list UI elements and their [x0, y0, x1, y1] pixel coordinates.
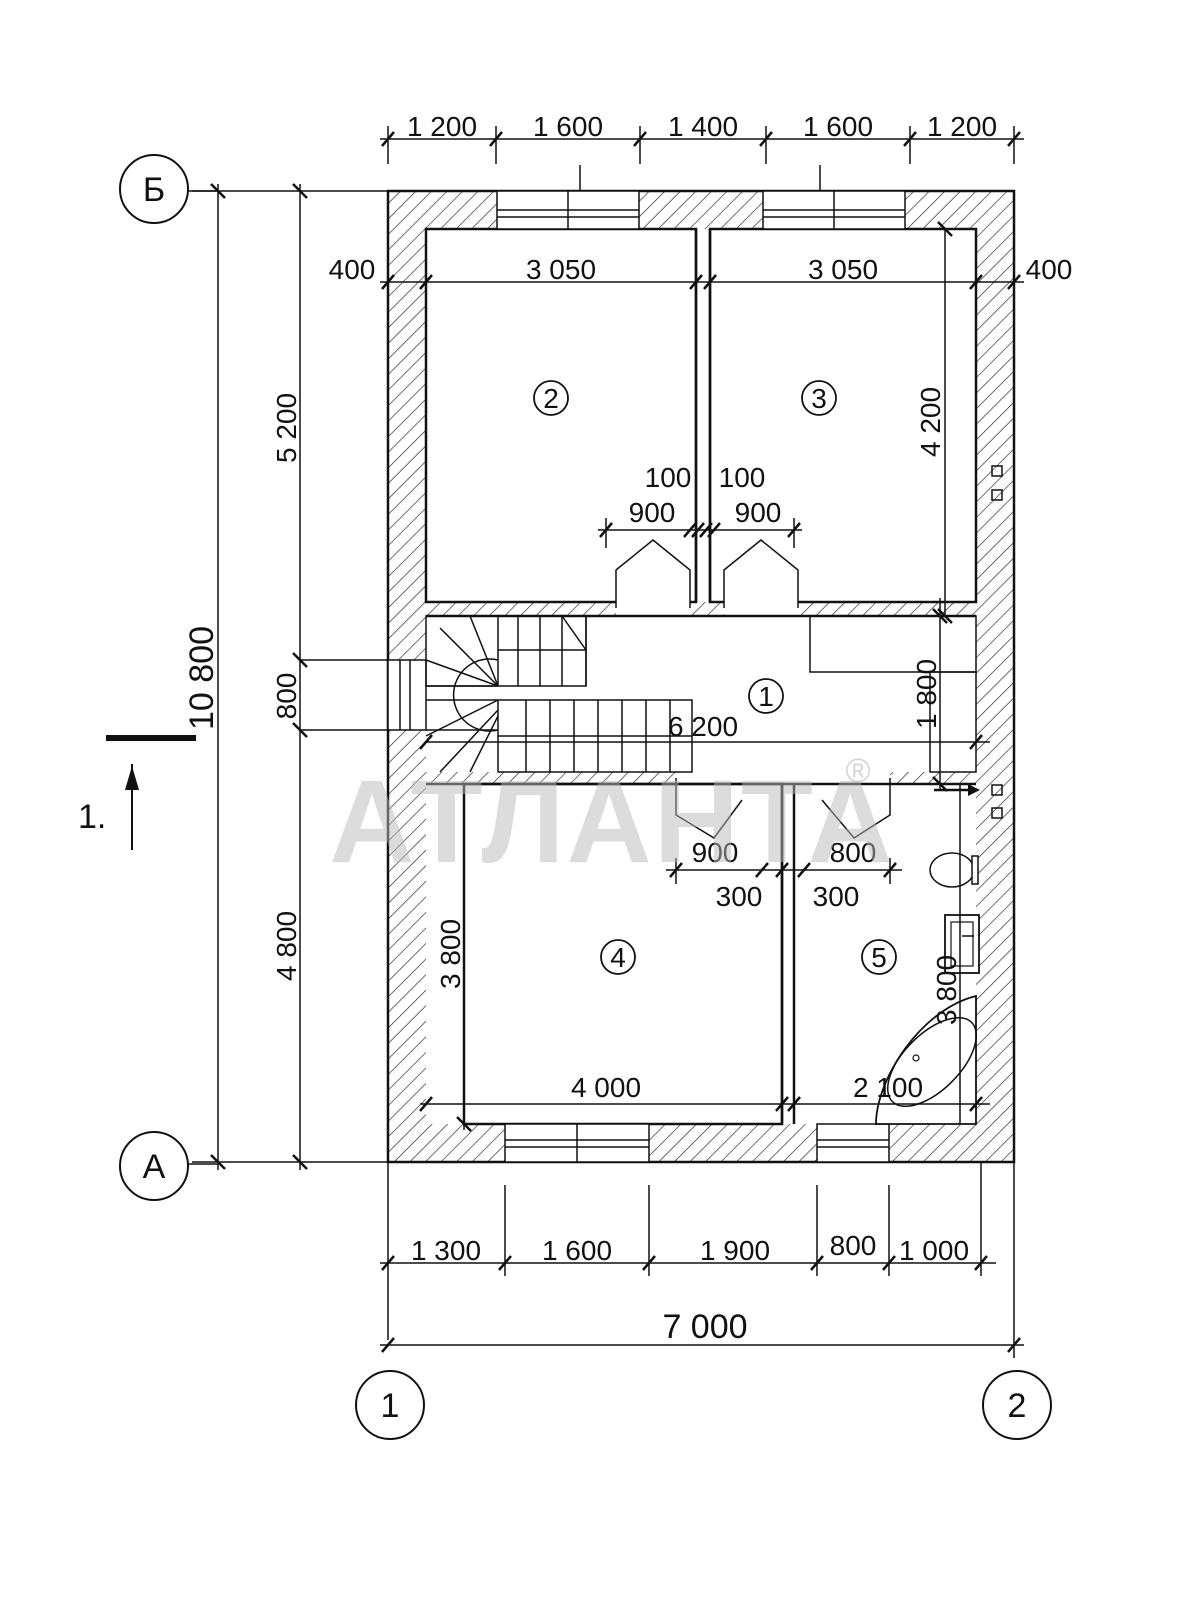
- axis-2-bubble: [982, 1370, 1052, 1440]
- dim-top-4: 1 600: [803, 111, 873, 142]
- wall-bottom: [388, 1124, 1014, 1162]
- bathroom-fixtures: [875, 465, 1003, 1125]
- dim-door-c-width: 900: [692, 837, 739, 868]
- watermark-registered: ®: [845, 752, 870, 790]
- room-5-number: 5: [871, 942, 887, 973]
- dim-total-height: 10 800: [183, 626, 221, 730]
- grid-axes: Б А 1 2: [119, 154, 1052, 1440]
- dim-door-b-offset: 100: [719, 462, 766, 493]
- room-markers: 2 3 1 4 5: [533, 380, 897, 975]
- dim-door-a-width: 900: [629, 497, 676, 528]
- bathtub: [875, 994, 978, 1125]
- dim-top-1: 1 200: [407, 111, 477, 142]
- axis-b-label: Б: [143, 171, 165, 209]
- dim-top-5: 1 200: [927, 111, 997, 142]
- dim-room2-width: 3 050: [526, 254, 596, 285]
- axis-a-bubble: [119, 1131, 189, 1201]
- dim-total-width: 7 000: [662, 1308, 747, 1346]
- dimension-lines: [192, 126, 1024, 1358]
- section-mark-label: 1.: [78, 798, 106, 836]
- dim-door-d-width: 800: [830, 837, 877, 868]
- wall-corridor-top-left: [426, 602, 616, 616]
- dim-door-b-width: 900: [735, 497, 782, 528]
- dim-wall-left: 400: [329, 254, 376, 285]
- dimension-labels: 1 200 1 600 1 400 1 600 1 200 1 300 1 60…: [183, 111, 1072, 1346]
- axis-1-bubble: [355, 1370, 425, 1440]
- dim-door-c-offset: 300: [716, 881, 763, 912]
- wall-corridor-top-mid: [690, 602, 724, 616]
- dim-left-800: 800: [271, 673, 302, 720]
- dim-room4-height: 3 800: [435, 919, 466, 989]
- dim-room3-height: 4 200: [915, 387, 946, 457]
- doors: [615, 539, 977, 839]
- toilet: [929, 852, 979, 888]
- axis-2-label: 2: [1008, 1387, 1027, 1425]
- staircase: [425, 615, 693, 773]
- room-4-number: 4: [610, 942, 626, 973]
- walls: [386, 189, 1016, 1164]
- dim-hall-width: 6 200: [668, 711, 738, 742]
- watermark-text: АТЛАНТА: [329, 756, 895, 888]
- section-mark: 1.: [78, 735, 196, 850]
- axis-a-label: А: [143, 1148, 166, 1186]
- watermark: АТЛАНТА ®: [329, 752, 895, 888]
- wall-corridor-bottom-left: [426, 772, 676, 784]
- sink: [944, 914, 980, 974]
- dim-room3-width: 3 050: [808, 254, 878, 285]
- dim-bottom-2: 1 600: [542, 1235, 612, 1266]
- window-top-right: [762, 165, 906, 230]
- wall-right: [976, 229, 1014, 1124]
- dim-bottom-1: 1 300: [411, 1235, 481, 1266]
- room-1-number: 1: [758, 681, 774, 712]
- window-left-stair: [360, 659, 427, 731]
- axis-b-bubble: [119, 154, 189, 224]
- dim-bottom-4: 800: [830, 1230, 877, 1261]
- dim-bottom-5: 1 000: [899, 1235, 969, 1266]
- dim-bottom-3: 1 900: [700, 1235, 770, 1266]
- dim-left-5200: 5 200: [271, 393, 302, 463]
- window-bottom-right: [816, 1123, 890, 1163]
- dim-top-3: 1 400: [668, 111, 738, 142]
- dim-door-d-offset: 300: [813, 881, 860, 912]
- room-3-number: 3: [811, 383, 827, 414]
- dim-hall-height: 1 800: [911, 659, 942, 729]
- axis-1-label: 1: [381, 1387, 400, 1425]
- window-bottom-left: [504, 1123, 650, 1163]
- dim-top-2: 1 600: [533, 111, 603, 142]
- window-top-left: [496, 165, 640, 230]
- room-2-number: 2: [543, 383, 559, 414]
- dim-door-a-offset: 100: [645, 462, 692, 493]
- dim-room5-height: 3 800: [931, 955, 962, 1025]
- dim-left-4800: 4 800: [271, 911, 302, 981]
- wall-corridor-top-right: [798, 602, 976, 616]
- windows: [360, 165, 906, 1163]
- wall-top: [388, 191, 1014, 229]
- dim-room4-width: 4 000: [571, 1072, 641, 1103]
- dim-wall-right: 400: [1026, 254, 1073, 285]
- dim-room5-width: 2 100: [853, 1072, 923, 1103]
